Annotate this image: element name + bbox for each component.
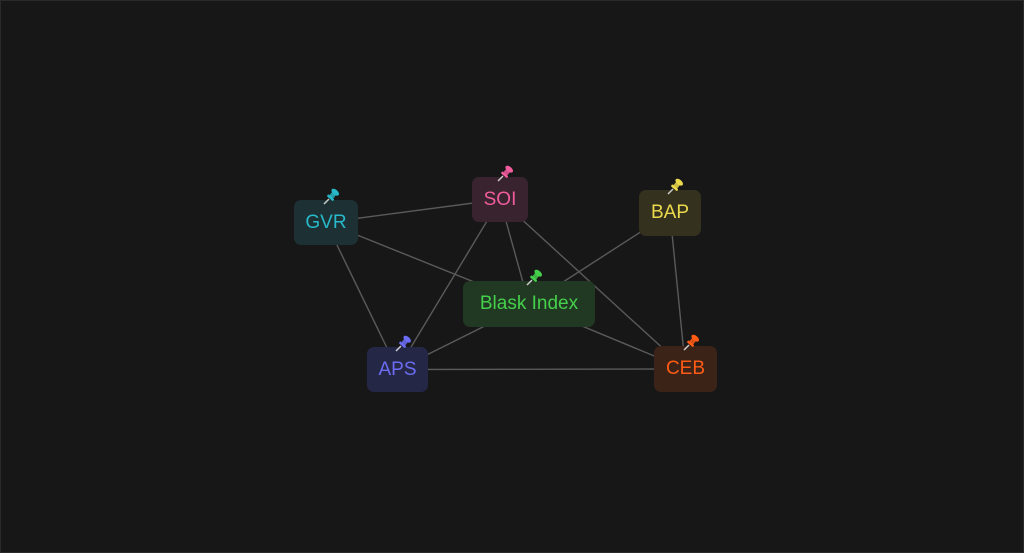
node-label: Blask Index <box>479 293 579 314</box>
node-label: SOI <box>483 188 517 210</box>
pushpin-icon <box>392 333 414 355</box>
node-label: APS <box>378 358 417 380</box>
pushpin-icon <box>664 176 686 198</box>
node-bap[interactable]: BAP <box>639 178 701 236</box>
edge-soi-aps <box>396 199 501 370</box>
node-label: CEB <box>665 358 706 379</box>
edge-bap-ceb <box>669 212 687 370</box>
node-gvr[interactable]: GVR <box>294 188 358 245</box>
edge-aps-ceb <box>397 368 686 371</box>
node-label: GVR <box>305 211 347 233</box>
pushpin-icon <box>523 267 545 289</box>
pushpin-icon <box>494 163 516 185</box>
node-label: BAP <box>650 202 690 223</box>
edge-gvr-aps <box>325 222 399 370</box>
node-aps[interactable]: APS <box>367 335 428 392</box>
node-soi[interactable]: SOI <box>472 165 528 222</box>
node-ceb[interactable]: CEB <box>654 334 717 392</box>
node-blask-index[interactable]: Blask Index <box>463 269 595 327</box>
pushpin-icon <box>680 332 702 354</box>
pushpin-icon <box>320 186 342 208</box>
